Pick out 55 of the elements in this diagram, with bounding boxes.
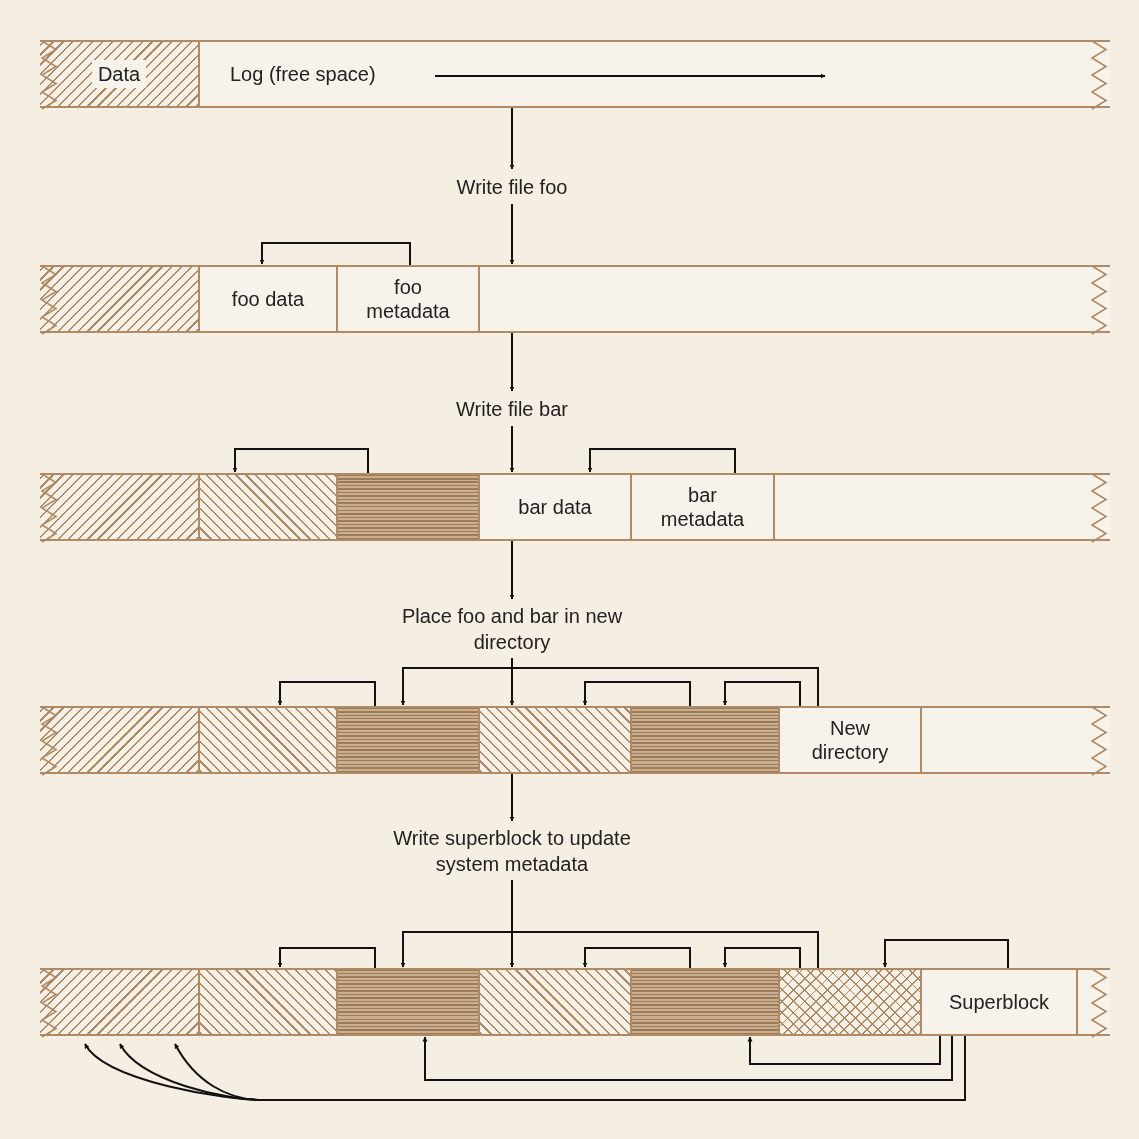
- arrow: [582, 681, 691, 707]
- arrow: [882, 939, 1009, 969]
- arrow: [277, 681, 376, 707]
- hatched-block: [200, 970, 338, 1034]
- arrow: [400, 931, 819, 969]
- arrow: [582, 947, 691, 969]
- arrow: [277, 947, 376, 969]
- segment-label: Data: [91, 60, 147, 88]
- arrow: [509, 540, 515, 600]
- hatched-block: [780, 970, 922, 1034]
- disk-log-bar: [40, 706, 1110, 774]
- hatched-block: [632, 708, 780, 772]
- hatched-block: [200, 475, 338, 539]
- hatched-block: [338, 970, 480, 1034]
- arrow: [587, 448, 736, 474]
- hatched-block: [480, 708, 632, 772]
- disk-log-bar: [40, 40, 1110, 108]
- hatched-block: [338, 708, 480, 772]
- step-label: Place foo and bar in new directory: [362, 600, 662, 658]
- hatched-block: [338, 475, 480, 539]
- hatched-block: [480, 970, 632, 1034]
- hatched-block: [632, 970, 780, 1034]
- step-label: Write file bar: [362, 392, 662, 426]
- arrow: [509, 107, 515, 170]
- segment-label: foo data: [231, 287, 305, 311]
- segment-label: New directory: [811, 716, 889, 764]
- hatched-block: [200, 708, 338, 772]
- arrow: [259, 242, 411, 266]
- arrow: [509, 879, 515, 968]
- arrow: [509, 425, 515, 473]
- disk-log-bar: [40, 968, 1110, 1036]
- arrow: [422, 1035, 953, 1081]
- hatched-block: [40, 475, 200, 539]
- arrow: [747, 1035, 941, 1065]
- segment-label: bar data: [518, 495, 592, 519]
- arrow: [509, 332, 515, 392]
- segment-label: Superblock: [948, 990, 1050, 1014]
- segment-label: bar metadata: [660, 483, 745, 531]
- hatched-block: [40, 708, 200, 772]
- arrow: [509, 657, 515, 706]
- segment-label: Log (free space): [230, 62, 376, 86]
- arrow: [722, 681, 801, 707]
- arrow: [509, 773, 515, 822]
- step-label: Write superblock to update system metadata: [362, 822, 662, 880]
- hatched-block: [40, 42, 200, 106]
- disk-log-bar: [40, 265, 1110, 333]
- segment-label: foo metadata: [366, 275, 450, 323]
- arrow: [722, 947, 801, 969]
- step-label: Write file foo: [362, 170, 662, 204]
- disk-log-bar: [40, 473, 1110, 541]
- arrow: [232, 448, 369, 474]
- arrow: [400, 667, 819, 707]
- arrow: [509, 203, 515, 265]
- hatched-block: [40, 970, 200, 1034]
- hatched-block: [40, 267, 200, 331]
